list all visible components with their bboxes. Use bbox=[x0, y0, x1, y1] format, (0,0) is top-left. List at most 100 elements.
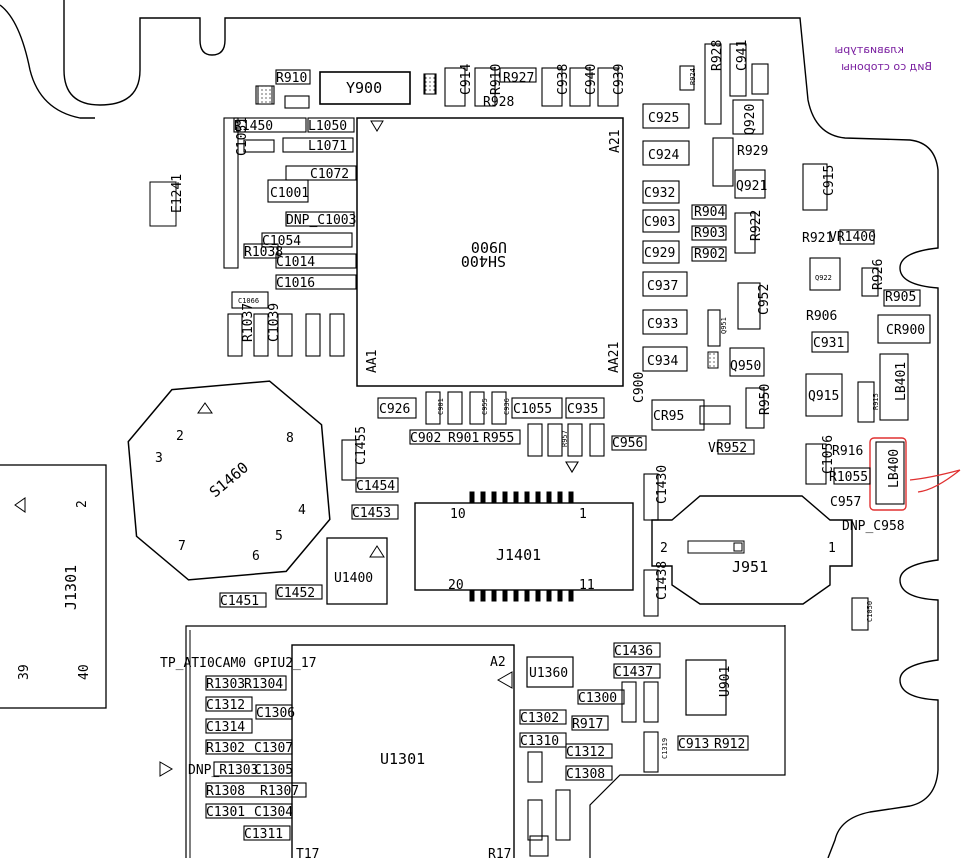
r1307: R1307 bbox=[260, 784, 299, 799]
j1401-pins-top bbox=[469, 491, 574, 503]
c937: C937 bbox=[647, 279, 678, 294]
c914: C914 bbox=[459, 64, 474, 95]
vr1400: VR1400 bbox=[829, 230, 876, 245]
r924: R924 bbox=[689, 68, 697, 85]
r1302: R1302 bbox=[206, 741, 245, 756]
c1452: C1452 bbox=[276, 586, 315, 601]
c913: C913 bbox=[678, 737, 709, 752]
bottom-area-outline bbox=[185, 625, 785, 858]
r926: R926 bbox=[871, 259, 886, 290]
j951-pin2: 2 bbox=[660, 541, 668, 556]
q922: Q922 bbox=[815, 274, 832, 282]
u1400-body bbox=[326, 537, 388, 605]
r1055: R1055 bbox=[829, 470, 868, 485]
l1071: L1071 bbox=[308, 139, 347, 154]
c1305: C1305 bbox=[254, 763, 293, 778]
u900-label: SH400 bbox=[461, 252, 506, 270]
j951-body bbox=[651, 495, 853, 605]
c924: C924 bbox=[648, 148, 679, 163]
c1451: C1451 bbox=[220, 594, 259, 609]
s1460-pin8: 8 bbox=[286, 431, 294, 446]
s1460-pin4: 4 bbox=[298, 503, 306, 518]
c1436: C1436 bbox=[614, 644, 653, 659]
j951-label: J951 bbox=[732, 558, 768, 576]
j1401-pin11: 11 bbox=[579, 578, 595, 593]
r955: R955 bbox=[483, 431, 514, 446]
c938: C938 bbox=[556, 64, 571, 95]
j1401-label: J1401 bbox=[496, 546, 541, 564]
y900-label: Y900 bbox=[346, 79, 382, 97]
c1054: C1054 bbox=[262, 234, 301, 249]
chip-hatch-2 bbox=[424, 73, 436, 95]
c958: DNP_C958 bbox=[842, 519, 905, 534]
u900-pin1-marker bbox=[370, 120, 384, 132]
c934: C934 bbox=[647, 354, 678, 369]
c925: C925 bbox=[648, 111, 679, 126]
u1301-label: U1301 bbox=[380, 750, 425, 768]
s1460-label: S1460 bbox=[206, 458, 252, 501]
c1314: C1314 bbox=[206, 720, 245, 735]
c1306: C1306 bbox=[256, 706, 295, 721]
u1360-body bbox=[526, 656, 574, 688]
j1401-pin1: 1 bbox=[579, 507, 587, 522]
l1050: L1050 bbox=[308, 119, 347, 134]
c1453: C1453 bbox=[352, 506, 391, 521]
e1241-label: E1241 bbox=[170, 174, 185, 213]
r921: R921 bbox=[802, 231, 833, 246]
j951-pin1: 1 bbox=[828, 541, 836, 556]
r1304: R1304 bbox=[244, 677, 283, 692]
c1311: C1311 bbox=[244, 827, 283, 842]
r1308: R1308 bbox=[206, 784, 245, 799]
c929: C929 bbox=[644, 246, 675, 261]
lb401: LB401 bbox=[894, 362, 909, 401]
j1401-body bbox=[414, 502, 634, 591]
c1051: C1051 bbox=[235, 117, 250, 156]
r1303: R1303 bbox=[206, 677, 245, 692]
view-note-line2: клавиатуры bbox=[835, 43, 904, 56]
c1437: C1437 bbox=[614, 665, 653, 680]
tp-label: TP_ATI0CAM0 GPIU2_17 bbox=[160, 656, 317, 671]
c1001: C1001 bbox=[270, 186, 309, 201]
r912: R912 bbox=[714, 737, 745, 752]
j1301-label: J1301 bbox=[62, 565, 80, 610]
q920: Q920 bbox=[743, 104, 758, 135]
u1301-pin-a2: A2 bbox=[490, 655, 506, 670]
u1301-pin-t17: T17 bbox=[296, 847, 319, 858]
j951-contact bbox=[687, 540, 745, 554]
c955: C955 bbox=[481, 398, 489, 415]
q915: Q915 bbox=[808, 389, 839, 404]
u901-label: U901 bbox=[718, 666, 733, 697]
r927: R927 bbox=[503, 71, 534, 86]
c940: C940 bbox=[584, 64, 599, 95]
cr95: CR95 bbox=[653, 409, 684, 424]
q950: Q950 bbox=[730, 359, 761, 374]
c902: C902 bbox=[410, 431, 441, 446]
u901-body bbox=[685, 659, 727, 716]
c915: C915 bbox=[822, 165, 837, 196]
r928: R928 bbox=[483, 95, 514, 110]
c1056: C1056 bbox=[821, 435, 836, 474]
c1300: C1300 bbox=[578, 691, 617, 706]
r928b: R928 bbox=[710, 40, 725, 71]
chip-hatch-3 bbox=[707, 351, 719, 369]
j1401-pin20: 20 bbox=[448, 578, 464, 593]
c956: C956 bbox=[612, 436, 643, 451]
y900-body bbox=[319, 71, 411, 105]
r916: R916 bbox=[832, 444, 863, 459]
c941: C941 bbox=[735, 40, 750, 71]
r957: R957 bbox=[561, 430, 569, 447]
c1003: DNP_C1003 bbox=[286, 213, 356, 228]
pin-aa1: AA1 bbox=[365, 350, 380, 373]
r901: R901 bbox=[448, 431, 479, 446]
lb400: LB400 bbox=[887, 449, 902, 488]
c933: C933 bbox=[647, 317, 678, 332]
c1304: C1304 bbox=[254, 805, 293, 820]
q921: Q921 bbox=[736, 179, 767, 194]
r903: R903 bbox=[694, 226, 725, 241]
highlight-arrow bbox=[909, 469, 961, 493]
c1016: C1016 bbox=[276, 276, 315, 291]
s1460-pin5: 5 bbox=[275, 529, 283, 544]
s1460-pin6: 6 bbox=[252, 549, 260, 564]
c932: C932 bbox=[644, 186, 675, 201]
c1307: C1307 bbox=[254, 741, 293, 756]
